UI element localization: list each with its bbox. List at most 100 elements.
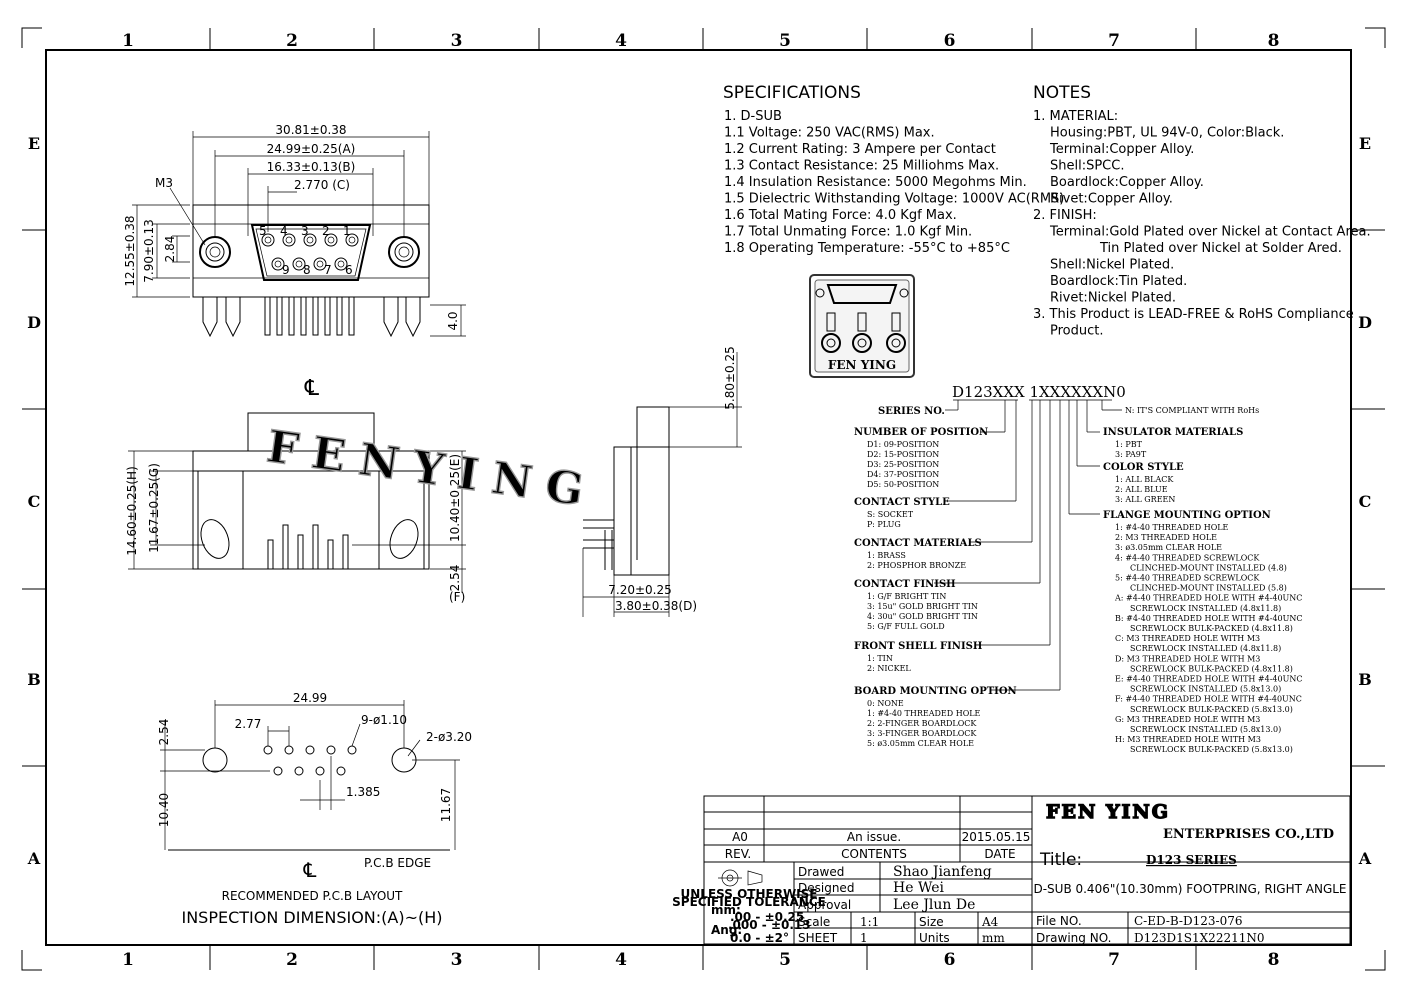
pcb-dim-10-40: 10.40: [157, 793, 171, 827]
description: D-SUB 0.406"(10.30mm) FOOTPRING, RIGHT A…: [1033, 882, 1346, 896]
spec-line: 1.5 Dielectric Withstanding Voltage: 100…: [724, 192, 1064, 207]
tolerance-mm: mm:: [711, 903, 741, 917]
fen-ying-logo: FEN YING: [809, 274, 915, 378]
pn-group-title: CONTACT MATERIALS: [854, 538, 982, 549]
pin-hole: [324, 233, 338, 247]
pn-group-item: D2: 15-POSITION: [867, 450, 939, 459]
designed-label: Designed: [798, 881, 854, 895]
dim-2-54: 2.54: [448, 565, 462, 592]
note-line: Terminal:Gold Plated over Nickel at Cont…: [1049, 225, 1371, 240]
inner-border: [45, 49, 1352, 946]
dim-h: 14.60±0.25(H): [125, 466, 139, 556]
pn-right-item: 1: ALL BLACK: [1115, 475, 1174, 484]
pn-right-item: 4: #4-40 THREADED SCREWLOCK: [1115, 553, 1260, 562]
row-label-left: C: [28, 492, 41, 511]
pn-group-item: 1: G/F BRIGHT TIN: [867, 592, 946, 601]
spec-line: 1.2 Current Rating: 3 Ampere per Contact: [724, 142, 996, 157]
file-label: File NO.: [1036, 914, 1082, 928]
pn-right-item: 1: #4-40 THREADED HOLE: [1115, 523, 1229, 532]
approval-label: Approval: [798, 898, 851, 912]
dim-f: (F): [449, 590, 465, 604]
designed-value: He Wei: [893, 880, 944, 896]
row-label-left: A: [27, 849, 41, 868]
pn-right-item: B: #4-40 THREADED HOLE WITH #4-40UNC: [1115, 614, 1303, 623]
column-label-top: 1: [122, 31, 134, 51]
note-line: Rivet:Nickel Plated.: [1050, 291, 1176, 306]
spec-line: 1.3 Contact Resistance: 25 Milliohms Max…: [724, 159, 999, 174]
corner-marks: [21, 27, 1386, 971]
pcb-dim-2-77: 2.77: [235, 717, 262, 731]
column-label-top: 4: [615, 31, 627, 51]
drawed-value: Shao Jianfeng: [893, 864, 992, 880]
inspection-dimension: INSPECTION DIMENSION:(A)~(H): [181, 908, 442, 927]
series-title: D123 SERIES: [1146, 853, 1237, 867]
column-label-bottom: 3: [451, 950, 463, 970]
column-label-top: 2: [286, 31, 298, 51]
column-label-bottom: 7: [1108, 950, 1120, 970]
spec-line: 1.6 Total Mating Force: 4.0 Kgf Max.: [724, 208, 957, 223]
dim-5-80: 5.80±0.25: [723, 346, 737, 410]
pn-right-item: 3: ALL GREEN: [1115, 495, 1175, 504]
pn-group-item: D1: 09-POSITION: [867, 440, 939, 449]
column-label-bottom: 6: [944, 950, 956, 970]
pn-right-item: SCREWLOCK INSTALLED (4.8x11.8): [1130, 604, 1281, 613]
pin-hole: [292, 257, 306, 271]
dim-a: 24.99±0.25(A): [267, 142, 356, 156]
notes-heading: NOTES: [1033, 83, 1091, 103]
note-line: 2. FINISH:: [1033, 208, 1097, 223]
pn-right-item: D: M3 THREADED HOLE WITH M3: [1115, 654, 1260, 663]
pn-right-item: 2: ALL BLUE: [1115, 485, 1168, 494]
pin-hole: [313, 257, 327, 271]
pn-right-title: N: IT'S COMPLIANT WITH RoHs: [1125, 406, 1259, 415]
row-label-right: C: [1359, 492, 1372, 511]
dim-g: 11.67±0.25(G): [147, 463, 161, 553]
pn-right-item: 2: M3 THREADED HOLE: [1115, 533, 1217, 542]
dim-height: 12.55±0.38: [123, 215, 137, 286]
pn-group-item: 3: 3-FINGER BOARDLOCK: [867, 729, 977, 738]
note-line: Boardlock:Tin Plated.: [1050, 274, 1187, 289]
pn-group-title: SERIES NO.: [878, 406, 945, 417]
contents-value: An issue.: [847, 830, 901, 844]
note-line: Product.: [1050, 324, 1104, 339]
row-label-right: E: [1359, 134, 1371, 153]
pcb-caption: RECOMMENDED P.C.B LAYOUT: [222, 889, 403, 903]
pin-hole: [334, 257, 348, 271]
pn-group-item: 1: #4-40 THREADED HOLE: [867, 709, 981, 718]
logo-text: FEN YING: [828, 358, 896, 372]
drawed-label: Drawed: [798, 865, 844, 879]
spec-line: 1.7 Total Unmating Force: 1.0 Kgf Min.: [724, 225, 972, 240]
column-label-top: 8: [1268, 31, 1280, 51]
pn-right-item: E: #4-40 THREADED HOLE WITH #4-40UNC: [1115, 675, 1302, 684]
pn-group-item: 4: 30u" GOLD BRIGHT TIN: [867, 612, 978, 621]
pn-group-item: 5: G/F FULL GOLD: [867, 622, 945, 631]
pn-right-item: SCREWLOCK INSTALLED (4.8x11.8): [1130, 644, 1281, 653]
pin-number: 5: [259, 224, 267, 238]
units-value: mm: [982, 931, 1005, 945]
pcb-centerline: ℄: [303, 858, 317, 882]
pn-right-item: C: M3 THREADED HOLE WITH M3: [1115, 634, 1260, 643]
column-label-top: 5: [779, 31, 791, 51]
sheet-label: SHEET: [798, 931, 838, 945]
pin-number: 4: [280, 224, 288, 238]
pin-number: 8: [303, 263, 311, 277]
row-label-right: A: [1358, 849, 1372, 868]
dim-m3: M3: [155, 176, 173, 190]
dim-e: 10.40±0.25(E): [448, 454, 462, 542]
approval-value: Lee Jlun De: [893, 897, 975, 913]
pin-number: 2: [322, 224, 330, 238]
spec-line: 1.4 Insulation Resistance: 5000 Megohms …: [724, 175, 1027, 190]
file-value: C-ED-B-D123-076: [1134, 914, 1242, 928]
rev-value: A0: [732, 830, 748, 844]
pn-right-item: 5: #4-40 THREADED SCREWLOCK: [1115, 574, 1260, 583]
pin-hole: [271, 257, 285, 271]
pcb-dim-hole-small: 9-ø1.10: [361, 713, 407, 727]
pcb-edge-label: P.C.B EDGE: [364, 856, 431, 870]
dim-d: 3.80±0.38(D): [615, 599, 697, 613]
note-line: Shell:SPCC.: [1050, 159, 1124, 174]
pn-right-item: 3: PA9T: [1115, 450, 1147, 459]
note-line: Housing:PBT, UL 94V-0, Color:Black.: [1050, 126, 1284, 141]
